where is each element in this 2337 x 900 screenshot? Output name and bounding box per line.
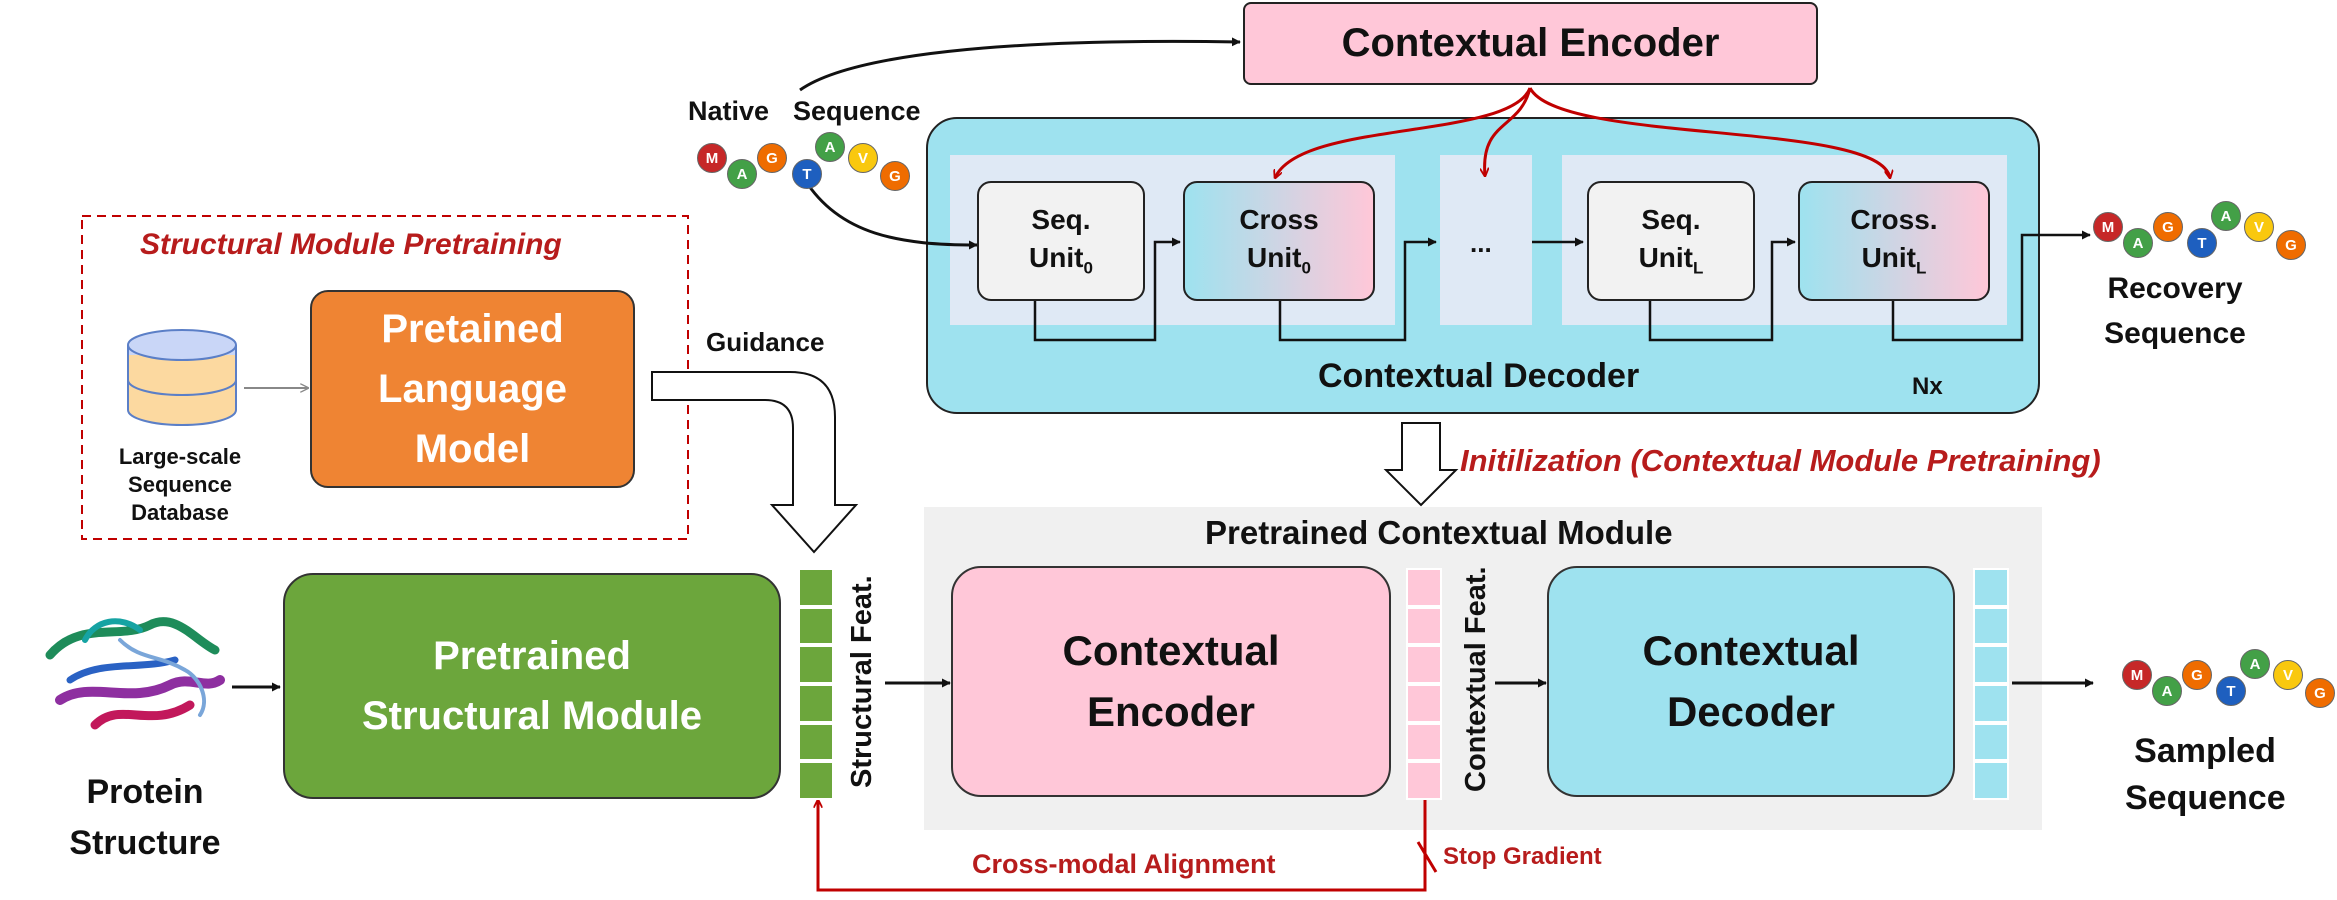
seq0-to-cross0-link [1033, 237, 1181, 342]
pretrained-contextual-module-title: Pretrained Contextual Module [1205, 514, 1673, 551]
protein-structure-image [45, 617, 225, 730]
aa-bead: M [697, 143, 727, 173]
cross0-to-ellipsis-link [1278, 237, 1437, 342]
guidance-hollow-arrow [651, 371, 859, 554]
aa-bead: V [2244, 212, 2274, 242]
plm-line1: Pretained [381, 307, 564, 351]
aa-bead: A [2152, 676, 2182, 706]
recovery-label-line2: Sequence [2104, 317, 2246, 350]
cross-unit-0-label: Cross [1239, 204, 1319, 236]
seq-unit-0[interactable]: Seq. Unit0 [977, 181, 1145, 301]
initialization-hollow-arrow [1383, 422, 1459, 507]
cross-unit-L[interactable]: Cross. UnitL [1798, 181, 1990, 301]
aa-bead: A [727, 159, 757, 189]
aa-bead: A [2211, 201, 2241, 231]
database-icon [127, 329, 237, 426]
pretrained-language-model-box[interactable]: Pretained Language Model [310, 290, 635, 488]
seq-unit-0-unit: Unit [1029, 242, 1084, 274]
cross-unit-L-sub: L [1916, 258, 1927, 278]
protein-label-line2: Structure [69, 824, 221, 862]
cross-unit-0[interactable]: Cross Unit0 [1183, 181, 1375, 301]
cross-modal-alignment-label: Cross-modal Alignment [972, 849, 1276, 879]
structural-feat-label: Structural Feat. [846, 575, 878, 788]
top-contextual-decoder-label: Contextual Decoder [1318, 357, 1640, 395]
nx-label: Nx [1912, 373, 1943, 400]
cross-unit-0-sub: 0 [1301, 258, 1311, 278]
ellipsis-group-bg [1440, 155, 1532, 325]
contextual-feat-label: Contextual Feat. [1460, 566, 1492, 792]
aa-bead: G [2153, 212, 2183, 242]
sampled-label-line2: Sequence [2125, 779, 2286, 817]
top-contextual-encoder-box[interactable]: Contextual Encoder [1243, 2, 1818, 85]
db-label-line3: Database [131, 500, 229, 525]
cd-line1: Contextual [1642, 626, 1860, 674]
seq-unit-0-sub: 0 [1083, 258, 1093, 278]
plm-line3: Model [414, 427, 531, 471]
native-label-word2: Sequence [793, 96, 921, 126]
top-contextual-encoder-label: Contextual Encoder [1341, 21, 1720, 65]
aa-bead: A [2240, 649, 2270, 679]
aa-bead: G [2305, 678, 2335, 708]
alignment-loop-arrow [818, 800, 1427, 892]
aa-bead: M [2122, 660, 2152, 690]
seq-unit-0-label: Seq. [1031, 204, 1091, 236]
aa-bead: M [2093, 212, 2123, 242]
cross-unit-L-label: Cross. [1850, 204, 1938, 236]
db-label-line2: Sequence [128, 472, 232, 497]
encoder-to-cross0-arrow [1275, 87, 1532, 178]
stop-gradient-label: Stop Gradient [1443, 843, 1602, 870]
ce-line2: Encoder [1086, 687, 1256, 735]
structural-feature-column [798, 568, 834, 801]
seq-unit-L-label: Seq. [1641, 204, 1701, 236]
seqL-to-crossL-link [1648, 237, 1796, 342]
aa-bead: T [792, 159, 822, 189]
bottom-contextual-decoder-box[interactable]: Contextual Decoder [1547, 566, 1955, 797]
aa-bead: A [815, 132, 845, 162]
aa-bead: V [848, 143, 878, 173]
seq-unit-L-unit: Unit [1638, 242, 1694, 274]
native-to-encoder-arrow [799, 37, 1241, 92]
seq-unit-L-sub: L [1693, 258, 1704, 278]
aa-bead: G [2276, 230, 2306, 260]
guidance-label: Guidance [706, 327, 825, 357]
cross-unit-0-unit: Unit [1247, 242, 1302, 274]
stop-gradient-slash [1416, 841, 1438, 873]
db-label-line1: Large-scale [118, 444, 242, 469]
contextual-feature-column [1406, 568, 1442, 801]
native-to-unit0-arrow [803, 179, 978, 250]
aa-bead: T [2216, 676, 2246, 706]
encoder-to-ellipsis-arrow [1485, 87, 1532, 176]
aa-bead: G [757, 143, 787, 173]
sampled-label-line1: Sampled [2134, 732, 2276, 770]
seq-unit-L[interactable]: Seq. UnitL [1587, 181, 1755, 301]
cd-line2: Decoder [1666, 687, 1836, 735]
aa-bead: G [2182, 660, 2212, 690]
encoder-to-crossL-arrow [1528, 87, 1890, 178]
aa-bead: T [2187, 228, 2217, 258]
pretrained-structural-module-box[interactable]: Pretrained Structural Module [283, 573, 781, 799]
aa-bead: A [2123, 228, 2153, 258]
aa-bead: V [2273, 660, 2303, 690]
bottom-contextual-encoder-box[interactable]: Contextual Encoder [951, 566, 1391, 797]
ce-line1: Contextual [1062, 626, 1280, 674]
psm-line2: Structural Module [361, 694, 703, 738]
decoder-feature-column [1973, 568, 2009, 801]
crossL-to-recovery-link [1891, 230, 2091, 342]
initialization-label: Initilization (Contextual Module Pretrai… [1460, 443, 2101, 478]
pretraining-title: Structural Module Pretraining [140, 228, 562, 261]
native-label-word1: Native [688, 96, 770, 126]
protein-label-line1: Protein [86, 773, 204, 811]
ellipsis-label: ... [1470, 228, 1492, 258]
cross-unit-L-unit: Unit [1861, 242, 1917, 274]
recovery-label-line1: Recovery [2107, 272, 2243, 305]
psm-line1: Pretrained [433, 634, 631, 678]
plm-line2: Language [378, 367, 567, 411]
aa-bead: G [880, 161, 910, 191]
